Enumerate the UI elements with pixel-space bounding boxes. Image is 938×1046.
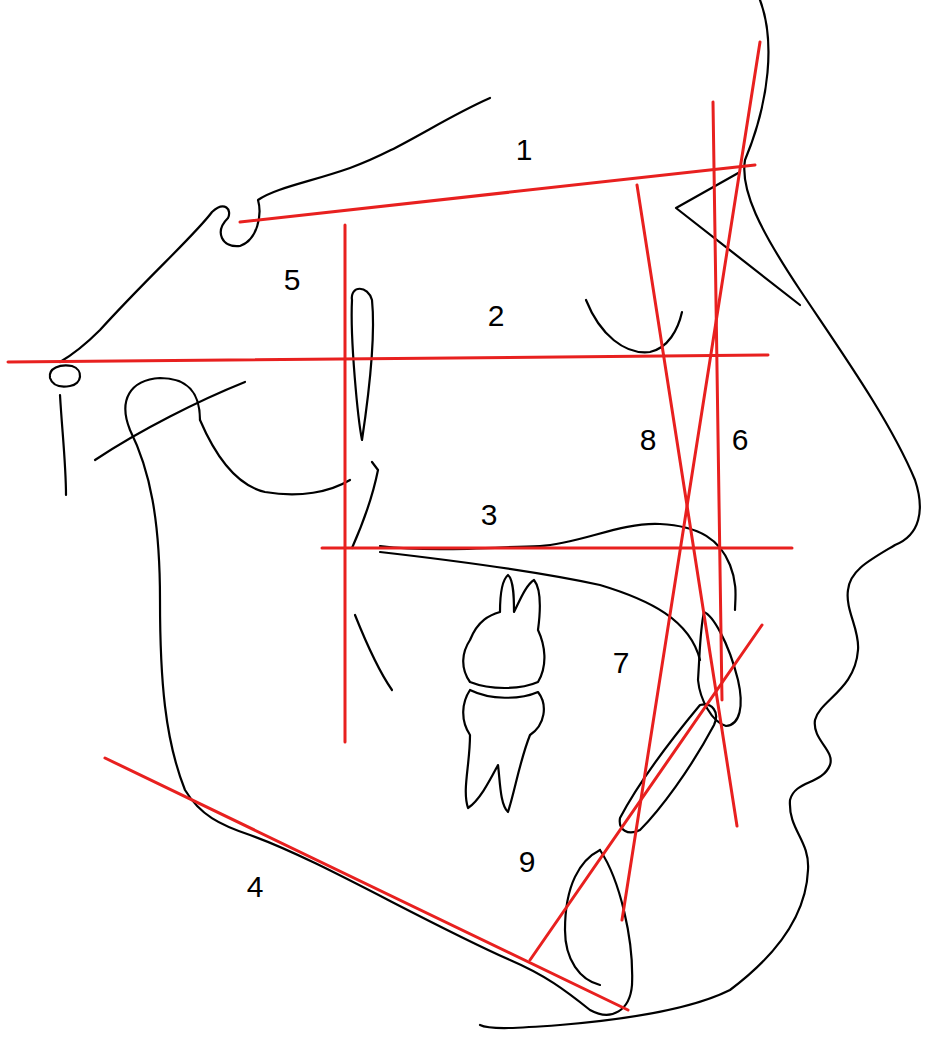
mastoid [60, 395, 66, 495]
symphysis [565, 850, 600, 985]
soft-tissue-profile [480, 0, 920, 1028]
incisor-axis [530, 625, 762, 960]
callout-number: 9 [519, 847, 536, 877]
facial-line [713, 102, 722, 700]
callout-number: 6 [732, 425, 749, 455]
cranial-base [60, 98, 490, 362]
zygomatic [95, 382, 245, 460]
callout-number: 8 [640, 425, 657, 455]
oblique-line [637, 185, 737, 826]
orbit [586, 300, 682, 352]
reference-lines [8, 42, 792, 1010]
palatal-line [322, 547, 792, 550]
vertical-line [344, 225, 347, 742]
n-line [622, 42, 760, 920]
upper-molar [463, 575, 544, 688]
pterygoid [352, 462, 378, 548]
skull-outline [50, 0, 920, 1028]
ear-rod [50, 366, 80, 387]
callout-number: 3 [481, 500, 498, 530]
sigmoid-notch [200, 420, 350, 494]
callout-number: 5 [284, 265, 301, 295]
sn-line [240, 165, 755, 222]
pterygomaxillary-fissure [352, 289, 373, 440]
lower-incisor [620, 704, 716, 832]
frankfort-line [8, 355, 768, 362]
callout-number: 1 [516, 135, 533, 165]
mandible [125, 378, 632, 1015]
callout-number: 7 [613, 648, 630, 678]
mandibular-plane [105, 758, 628, 1010]
callout-number: 4 [247, 872, 264, 902]
nasal-bone [676, 172, 800, 305]
soft-palate [355, 615, 392, 690]
callout-number: 2 [488, 301, 505, 331]
lower-molar [463, 690, 544, 812]
